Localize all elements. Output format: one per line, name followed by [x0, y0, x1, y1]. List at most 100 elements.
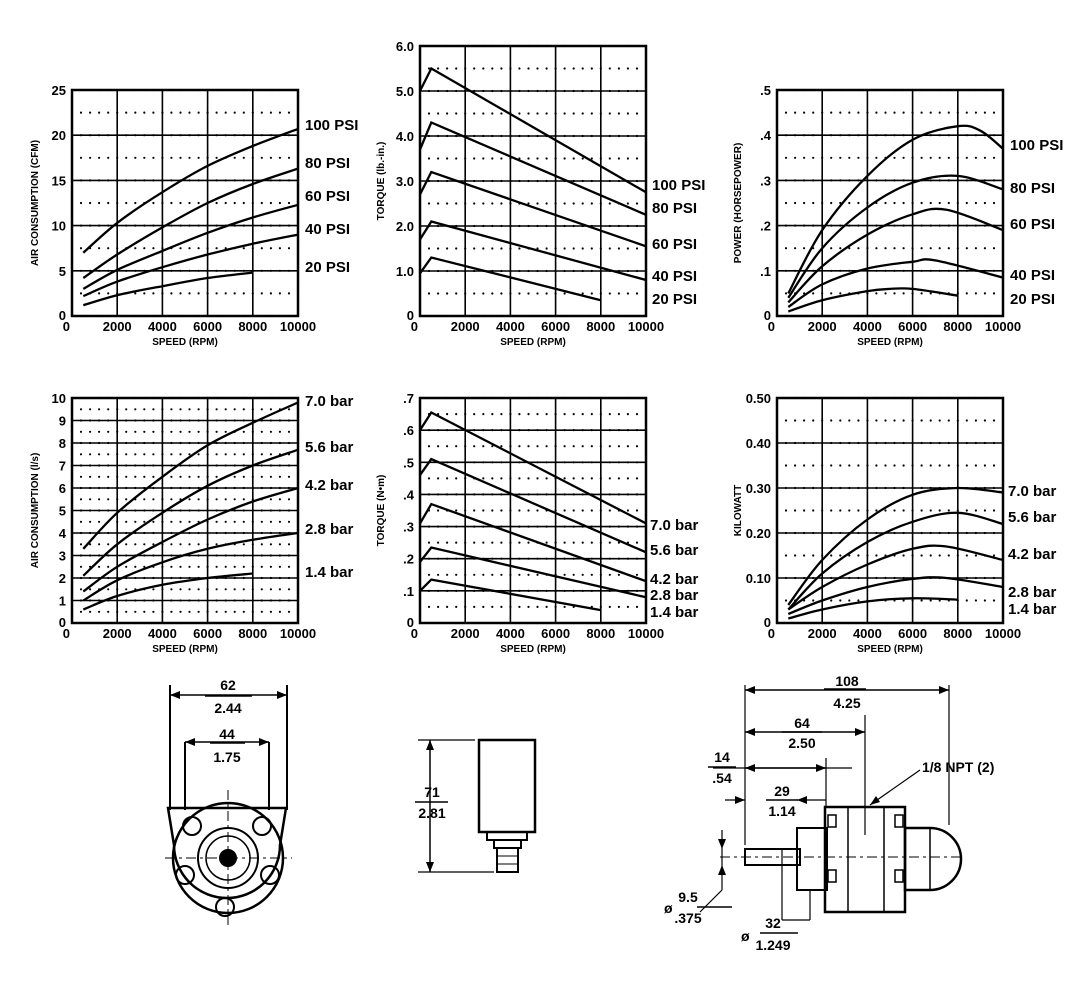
y-tick-label: 0 [59, 308, 66, 323]
x-tick-label: 0 [63, 319, 70, 334]
front-view-drawing [165, 685, 292, 925]
top-body-mm: 64 [794, 715, 810, 731]
x-tick-label: 10000 [628, 319, 664, 334]
series-line-1-4-bar [82, 572, 253, 611]
x-tick-label: 10000 [280, 626, 316, 641]
series-label: 100 PSI [305, 117, 358, 134]
shaft-dia-in: .375 [674, 910, 701, 926]
series-label: 4.2 bar [1008, 546, 1057, 563]
x-tick-label: 2000 [808, 626, 837, 641]
y-tick-label: 0 [407, 308, 414, 323]
series-line-60-psi [82, 203, 299, 290]
y-tick-label: 0.30 [746, 481, 771, 496]
y-tick-label: 10 [52, 391, 66, 406]
series-label: 4.2 bar [650, 571, 699, 588]
top-shaft-ext-in: .54 [712, 770, 732, 786]
x-axis-title: SPEED (RPM) [152, 337, 218, 348]
x-tick-label: 4000 [148, 626, 177, 641]
series-label: 7.0 bar [650, 517, 699, 534]
y-tick-label: 0.10 [746, 571, 771, 586]
series-line-20-psi [82, 271, 253, 307]
y-tick-label: .3 [403, 520, 414, 535]
series-label: 40 PSI [652, 268, 697, 285]
series-line-40-psi [419, 220, 647, 282]
x-tick-label: 8000 [943, 319, 972, 334]
shaft-dia-mm: 9.5 [678, 889, 698, 905]
pilot-dia-in: 1.249 [755, 937, 790, 953]
series-line-100-psi [418, 66, 647, 194]
x-tick-label: 10000 [985, 319, 1021, 334]
y-tick-label: 1.0 [396, 264, 414, 279]
x-tick-label: 4000 [496, 319, 525, 334]
series-line-5-6-bar [419, 457, 647, 554]
y-tick-label: 4.0 [396, 129, 414, 144]
y-axis-title: KILOWATT [733, 485, 744, 536]
series-line-4-2-bar [419, 502, 647, 583]
pilot-dia-mm: 32 [765, 915, 781, 931]
plot-frame [70, 396, 300, 625]
series-line-5-6-bar [82, 448, 299, 577]
top-shaft-to-body-in: 1.14 [768, 803, 795, 819]
x-axis-title: SPEED (RPM) [857, 644, 923, 655]
plot-frame [775, 88, 1005, 318]
x-tick-label: 6000 [898, 626, 927, 641]
x-axis-title: SPEED (RPM) [500, 337, 566, 348]
y-axis-title: AIR CONSUMPTION (l/s) [30, 453, 41, 569]
series-label: 4.2 bar [305, 477, 354, 494]
series-label: 60 PSI [652, 236, 697, 253]
series-label: 5.6 bar [305, 439, 354, 456]
series-label: 60 PSI [305, 188, 350, 205]
series-line-40-psi [82, 233, 299, 298]
side-height-mm: 71 [424, 784, 440, 800]
series-line-80-psi [787, 174, 1004, 299]
x-tick-label: 6000 [193, 319, 222, 334]
y-tick-label: 9 [59, 414, 66, 429]
x-tick-label: 0 [411, 626, 418, 641]
series-line-80-psi [418, 120, 647, 216]
series-label: 80 PSI [652, 200, 697, 217]
series-label: 20 PSI [1010, 291, 1055, 308]
y-tick-label: 5 [59, 504, 66, 519]
series-line-60-psi [787, 207, 1004, 304]
series-label: 1.4 bar [305, 564, 354, 581]
x-tick-label: 4000 [496, 626, 525, 641]
major-grid [776, 397, 1004, 624]
series-label: 60 PSI [1010, 216, 1055, 233]
y-tick-label: 0 [764, 308, 771, 323]
x-tick-label: 4000 [148, 319, 177, 334]
series-label: 100 PSI [652, 177, 705, 194]
x-tick-label: 8000 [586, 319, 615, 334]
series-label: 20 PSI [305, 259, 350, 276]
x-tick-label: 0 [411, 319, 418, 334]
y-tick-label: .5 [760, 83, 771, 98]
series-line-1-4-bar [419, 578, 602, 612]
series-label: 2.8 bar [305, 521, 354, 538]
series-line-7-0-bar [419, 410, 647, 525]
series-label: 5.6 bar [650, 542, 699, 559]
y-tick-label: 3 [59, 549, 66, 564]
x-tick-label: 10000 [280, 319, 316, 334]
front-mounting-mm: 44 [219, 726, 235, 742]
y-tick-label: .2 [760, 219, 771, 234]
shaft-dia-symbol: ø [664, 900, 673, 916]
y-axis-title: POWER (HORSEPOWER) [733, 143, 744, 264]
major-grid [71, 397, 299, 624]
top-shaft-to-body-mm: 29 [774, 783, 790, 799]
series-line-4-2-bar [787, 544, 1004, 611]
x-tick-label: 6000 [541, 319, 570, 334]
series-line-2-8-bar [787, 576, 1004, 616]
top-body-in: 2.50 [788, 735, 815, 751]
x-axis-title: SPEED (RPM) [857, 337, 923, 348]
top-overall-in: 4.25 [833, 695, 860, 711]
series-line-4-2-bar [82, 486, 299, 593]
series-line-60-psi [418, 170, 647, 248]
y-tick-label: .6 [403, 423, 414, 438]
x-tick-label: 8000 [238, 319, 267, 334]
y-tick-label: 0.50 [746, 391, 771, 406]
